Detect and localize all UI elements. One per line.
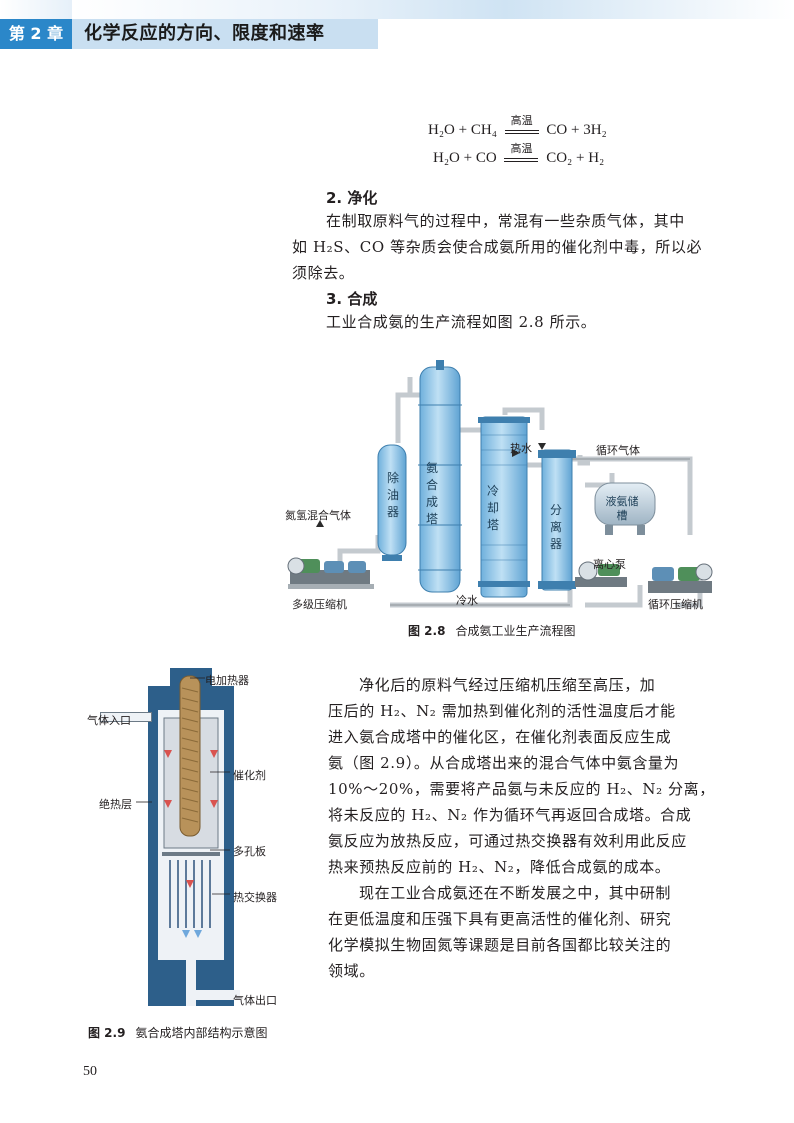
flow-arrows-red bbox=[164, 750, 218, 888]
label-multistage-compressor: 多级压缩机 bbox=[292, 598, 347, 611]
body-p1-line-3: 进入氨合成塔中的催化区，在催化剂表面反应生成 bbox=[328, 728, 672, 746]
body-p1-line-1: 净化后的原料气经过压缩机压缩至高压，加 bbox=[359, 676, 656, 694]
label-liquid-ammonia-tank: 液氨储槽 bbox=[605, 495, 639, 522]
header-gradient bbox=[72, 0, 794, 19]
equation-1-arrow: 高温 bbox=[504, 114, 539, 140]
section-2-line-2: 如 H₂S、CO 等杂质会使合成氨所用的催化剂中毒，所以必 bbox=[292, 238, 703, 256]
section-2-line-3: 须除去。 bbox=[292, 264, 355, 282]
page-number: 50 bbox=[83, 1064, 97, 1079]
chapter-header: 第 2 章 化学反应的方向、限度和速率 bbox=[0, 0, 794, 50]
label-recycle-gas: 循环气体 bbox=[596, 444, 640, 457]
oil-remover bbox=[377, 444, 407, 561]
body-p2-line-3: 化学模拟生物固氮等课题是目前各国都比较关注的 bbox=[328, 936, 672, 954]
equation-1-right: CO + 3H₂ bbox=[546, 122, 607, 138]
label-porous-plate: 多孔板 bbox=[233, 845, 266, 858]
equation-2-arrow: 高温 bbox=[504, 142, 539, 168]
separator bbox=[538, 449, 576, 591]
figure-2-9-number: 图 2.9 bbox=[88, 1026, 126, 1040]
equation-1-condition: 高温 bbox=[510, 114, 533, 127]
label-mixed-gas: 氮氢混合气体 bbox=[285, 509, 351, 522]
cooling-tower bbox=[478, 416, 530, 598]
body-p1-line-5: 10%～20%，需要将产品氨与未反应的 H₂、N₂ 分离， bbox=[328, 780, 715, 798]
label-gas-outlet: 气体出口 bbox=[233, 994, 277, 1007]
label-centrifugal-pump: 离心泵 bbox=[593, 558, 626, 571]
label-cold-water: 冷水 bbox=[456, 594, 478, 607]
label-cooling-tower: 冷却塔 bbox=[486, 484, 499, 532]
body-p2-line-2: 在更低温度和压强下具有更高活性的催化剂、研究 bbox=[328, 910, 672, 928]
label-recycle-compressor: 循环压缩机 bbox=[648, 598, 703, 611]
label-synthesis-tower: 氨合成塔 bbox=[425, 461, 438, 526]
multistage-compressor bbox=[287, 557, 374, 589]
recycle-compressor bbox=[648, 563, 713, 593]
heat-exchanger-tubes bbox=[169, 860, 211, 928]
equation-2-condition: 高温 bbox=[510, 142, 533, 155]
flow-arrows-blue bbox=[182, 930, 202, 938]
body-p2-line-1: 现在工业合成氨还在不断发展之中，其中研制 bbox=[359, 884, 672, 902]
figure-2-8-title: 合成氨工业生产流程图 bbox=[455, 624, 576, 638]
flow-arrows bbox=[316, 443, 546, 527]
synthesis-tower-cross-section bbox=[148, 668, 240, 1006]
figure-2-8-number: 图 2.8 bbox=[408, 624, 446, 638]
section-heading-purify: 2. 净化 bbox=[326, 189, 378, 207]
liquid-ammonia-tank bbox=[594, 482, 656, 535]
body-p1-line-6: 将未反应的 H₂、N₂ 作为循环气再返回合成塔。合成 bbox=[328, 806, 692, 824]
body-p1-line-8: 热来预热反应前的 H₂、N₂，降低合成氨的成本。 bbox=[328, 858, 671, 876]
centrifugal-pump bbox=[575, 561, 627, 587]
chapter-title: 化学反应的方向、限度和速率 bbox=[84, 23, 325, 44]
equation-2: H₂O + CO 高温 CO₂ + H₂ bbox=[433, 142, 605, 168]
body-p1-line-2: 压后的 H₂、N₂ 需加热到催化剂的活性温度后才能 bbox=[328, 702, 676, 720]
figure-2-8-caption: 图 2.8 合成氨工业生产流程图 bbox=[408, 622, 575, 639]
section-3-line-1: 工业合成氨的生产流程如图 2.8 所示。 bbox=[326, 313, 597, 331]
synthesis-tower bbox=[418, 360, 462, 593]
equation-1-left: H₂O + CH₄ bbox=[428, 122, 497, 138]
figure-2-9-leader-lines bbox=[136, 677, 230, 895]
gas-inlet-pipe bbox=[100, 712, 152, 722]
equation-2-right: CO₂ + H₂ bbox=[546, 150, 605, 166]
title-band bbox=[72, 19, 378, 49]
body-p2-line-4: 领域。 bbox=[328, 962, 375, 980]
heater-coil bbox=[181, 687, 199, 823]
figure-2-9-title: 氨合成塔内部结构示意图 bbox=[135, 1026, 268, 1040]
equation-1: H₂O + CH₄ 高温 CO + 3H₂ bbox=[428, 114, 607, 140]
label-oil-remover: 除油器 bbox=[386, 471, 399, 519]
section-heading-synthesis: 3. 合成 bbox=[326, 290, 378, 308]
label-hot-water: 热水 bbox=[510, 442, 532, 455]
label-catalyst: 催化剂 bbox=[233, 769, 266, 782]
chapter-number: 第 2 章 bbox=[0, 19, 72, 49]
label-electric-heater: 电加热器 bbox=[205, 674, 249, 687]
label-gas-inlet: 气体入口 bbox=[87, 714, 131, 727]
label-heat-exchanger: 热交换器 bbox=[233, 891, 277, 904]
equation-2-left: H₂O + CO bbox=[433, 150, 497, 166]
header-decoration bbox=[0, 0, 72, 19]
body-p1-line-7: 氨反应为放热反应，可通过热交换器有效利用此反应 bbox=[328, 832, 687, 850]
ammonia-flow-diagram bbox=[287, 360, 713, 608]
label-insulation: 绝热层 bbox=[99, 798, 132, 811]
figure-2-9-caption: 图 2.9 氨合成塔内部结构示意图 bbox=[88, 1024, 267, 1041]
section-2-line-1: 在制取原料气的过程中，常混有一些杂质气体，其中 bbox=[326, 212, 685, 230]
body-p1-line-4: 氨（图 2.9）。从合成塔出来的混合气体中氨含量为 bbox=[328, 754, 680, 772]
label-separator: 分离器 bbox=[549, 503, 562, 551]
